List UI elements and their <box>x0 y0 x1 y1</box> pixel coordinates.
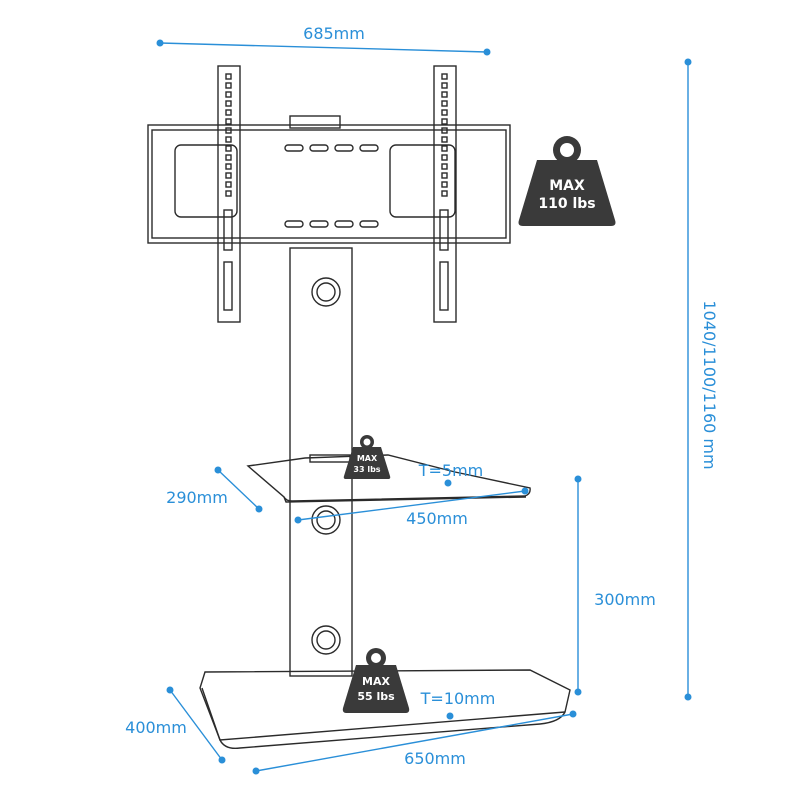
weight-badge-mount-line1: MAX <box>549 178 585 194</box>
tv-mount-bracket <box>147 65 511 323</box>
dimension-label-top-width: 685mm <box>303 24 365 43</box>
arm-hole <box>225 145 232 152</box>
arm-hole <box>225 109 232 116</box>
arm-hole <box>441 154 448 161</box>
weight-badge-base-line1: MAX <box>362 675 390 688</box>
arm-hole <box>225 73 232 80</box>
arm-hole <box>225 100 232 107</box>
arm-hole <box>441 100 448 107</box>
mount-slots-top <box>284 144 379 152</box>
arm-hole <box>225 82 232 89</box>
dimension-label-shelf-spacing: 300mm <box>594 590 656 609</box>
arm-hole <box>225 181 232 188</box>
weight-badge-base: MAX 55 lbs <box>342 648 410 713</box>
right-mount-arm <box>433 65 457 323</box>
arm-hole <box>441 127 448 134</box>
arm-hole <box>441 109 448 116</box>
left-mount-arm <box>217 65 241 323</box>
base-plate <box>199 669 571 750</box>
dimension-label-base-thickness: T=10mm <box>420 689 496 708</box>
arm-hole <box>441 190 448 197</box>
dimension-top-width: 685mm <box>156 24 491 56</box>
arm-hole <box>441 181 448 188</box>
dimension-label-base-width: 650mm <box>404 749 466 768</box>
arm-hole <box>225 190 232 197</box>
dimension-shelf-thickness: T=5mm <box>418 461 484 487</box>
weight-badge-shelf-line2: 33 lbs <box>353 465 380 474</box>
arm-hole <box>225 154 232 161</box>
weight-badge-mount-line2: 110 lbs <box>538 196 595 212</box>
dimension-label-base-depth: 400mm <box>125 718 187 737</box>
arm-hole <box>441 172 448 179</box>
arm-hole <box>441 118 448 125</box>
dimension-shelf-depth: 290mm <box>166 466 263 513</box>
dimension-label-shelf-width: 450mm <box>406 509 468 528</box>
arm-hole <box>225 127 232 134</box>
dimension-base-width: 650mm <box>252 710 577 775</box>
arm-hole <box>441 145 448 152</box>
dimension-total-height: 1040/1100/1160 mm <box>684 58 719 701</box>
arm-hole <box>225 136 232 143</box>
arm-hole <box>225 172 232 179</box>
dimension-label-total-height: 1040/1100/1160 mm <box>700 300 719 469</box>
mount-arm-holes <box>225 73 448 197</box>
arm-hole <box>441 163 448 170</box>
dimension-label-shelf-depth: 290mm <box>166 488 228 507</box>
arm-hole <box>225 163 232 170</box>
arm-hole <box>441 136 448 143</box>
dimension-shelf-spacing: 300mm <box>574 475 656 696</box>
mount-slots-bottom <box>284 220 379 228</box>
weight-badge-mount: MAX 110 lbs <box>518 136 616 226</box>
arm-hole <box>225 118 232 125</box>
dimension-label-shelf-thickness: T=5mm <box>418 461 484 480</box>
dimension-shelf-width: 450mm <box>294 487 529 528</box>
weight-badge-shelf: MAX 33 lbs <box>343 435 391 479</box>
dimension-base-depth: 400mm <box>125 686 226 764</box>
arm-hole <box>441 91 448 98</box>
arm-hole <box>441 73 448 80</box>
weight-badge-shelf-line1: MAX <box>357 454 378 463</box>
weight-badge-base-line2: 55 lbs <box>357 690 395 703</box>
arm-hole <box>225 91 232 98</box>
arm-hole <box>441 82 448 89</box>
dimension-base-thickness: T=10mm <box>420 689 496 720</box>
